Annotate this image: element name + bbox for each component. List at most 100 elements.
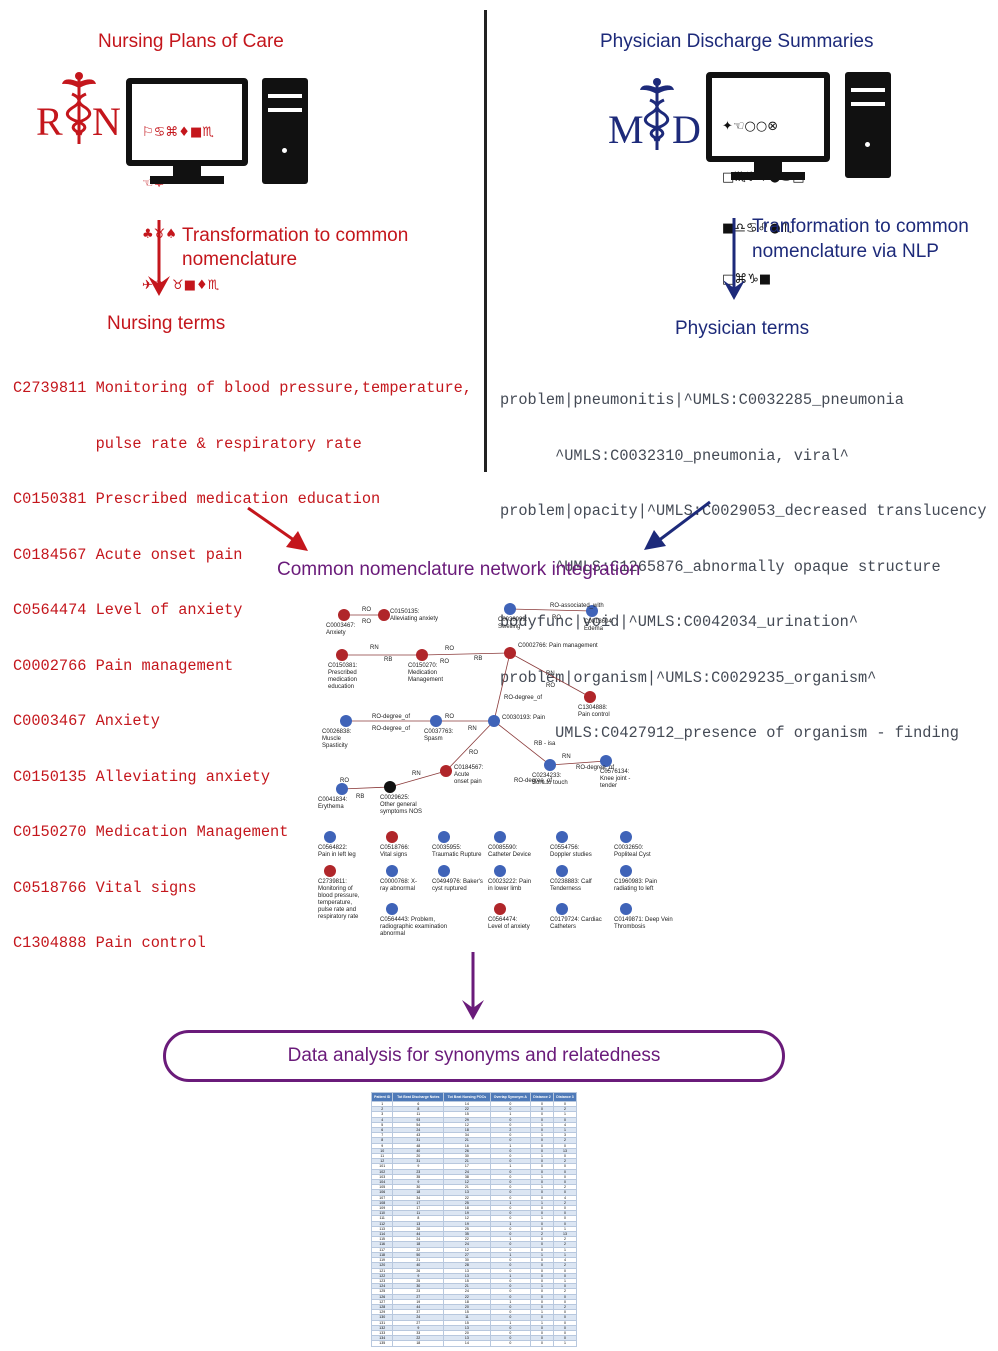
table-cell: 9 (370, 1142, 394, 1149)
screen-glyph-line: ✦☜○○⊗ (722, 119, 779, 134)
table-cell: 127 (370, 1298, 394, 1305)
network-node-label: C0002766: Pain management (518, 643, 598, 649)
table-cell: 1 (489, 1251, 532, 1259)
network-node-label: C0564474: Level of anxiety (488, 917, 530, 930)
term-line: C0003467 Anxiety (13, 712, 160, 730)
integration-heading: Common nomenclature network integration (277, 559, 641, 580)
table-cell: 123 (370, 1277, 394, 1285)
table-cell: 0 (489, 1194, 532, 1201)
table-cell: 109 (370, 1205, 394, 1212)
table-cell: 115 (370, 1236, 394, 1243)
computer-monitor-icon: ⚐♋⌘♦■♏ ☜✡ ♣♉♠ ✈❄ ♉■♦♏ (126, 78, 248, 293)
table-cell: 121 (370, 1267, 394, 1274)
table-cell: 2 (552, 1137, 578, 1144)
table-cell: 1 (489, 1298, 532, 1305)
network-node-label: C1960983: Pain radiating to left (614, 879, 658, 892)
table-cell: 134 (370, 1335, 394, 1342)
table-cell: 129 (370, 1309, 394, 1316)
network-edge-label: RB - isa (534, 741, 556, 747)
table-cell: 0 (489, 1303, 532, 1311)
md-logo: M D (608, 76, 704, 156)
table-cell: 0 (489, 1225, 532, 1233)
term-line: C0518766 Vital signs (13, 878, 197, 897)
table-cell: 107 (370, 1194, 394, 1201)
network-node-label: C0030193: Pain (502, 715, 546, 721)
term-line: C0150270 Medication Management (13, 823, 289, 841)
vertical-divider (484, 10, 487, 472)
table-cell: 0 (552, 1173, 578, 1181)
table-cell: 122 (370, 1272, 394, 1279)
network-node-label: C0150270: Medication Management (408, 663, 444, 683)
table-cell: 0 (552, 1210, 578, 1217)
term-line: C0564474 Level of anxiety (13, 601, 243, 619)
table-cell: 0 (552, 1168, 578, 1175)
table-cell: 1 (552, 1251, 578, 1259)
network-node (504, 603, 516, 615)
network-node (340, 715, 352, 727)
table-cell: 4 (552, 1121, 578, 1129)
computer-tower-icon (845, 72, 891, 178)
network-node-label: C0184567: Acute onset pain (454, 765, 484, 785)
network-node-label: C0238883: Calf Tenderness (550, 879, 592, 892)
table-cell: 2 (552, 1106, 578, 1113)
network-graph (324, 603, 632, 915)
table-cell: 0 (552, 1142, 578, 1149)
network-node (556, 865, 568, 877)
table-cell: 5 (370, 1121, 394, 1129)
table-cell: 1 (552, 1340, 578, 1347)
table-cell: 4 (370, 1116, 394, 1123)
table-cell: 0 (552, 1205, 578, 1212)
table-cell: 0 (489, 1184, 532, 1191)
table-cell: 2 (552, 1158, 578, 1165)
table-cell: 135 (370, 1340, 394, 1347)
table-cell: 0 (489, 1293, 532, 1300)
table-cell: 111 (370, 1215, 394, 1222)
physician-heading: Physician Discharge Summaries (600, 31, 874, 52)
table-cell: 12 (370, 1158, 394, 1165)
term-line: ^UMLS:C0032310_pneumonia, viral^ (500, 446, 849, 465)
term-line: ^UMLS:C1265876_abnormally opaque structu… (500, 557, 941, 576)
term-line: pulse rate & respiratory rate (13, 434, 362, 453)
table-cell: 13 (552, 1147, 578, 1155)
table-cell: 120 (370, 1262, 394, 1269)
network-node-label: C0026838: Muscle Spasticity (322, 729, 352, 749)
table-cell: 126 (370, 1293, 394, 1300)
network-edge-label: RO-degree_of (514, 778, 553, 784)
table-cell: 114 (370, 1231, 394, 1238)
table-cell: 2 (552, 1241, 578, 1248)
table-cell: 18 (392, 1340, 445, 1347)
network-node-label: C0035955: Traumatic Rupture (432, 845, 482, 858)
table-cell: 0 (489, 1314, 532, 1321)
table-cell: 112 (370, 1220, 394, 1227)
table-cell: 0 (552, 1153, 578, 1160)
table-cell: 0 (552, 1100, 578, 1108)
arrow-down-physician (723, 218, 745, 300)
network-edge-label: RO (440, 659, 449, 665)
screen-glyph-line: ⚐♋⌘♦■♏ (142, 125, 214, 140)
table-cell: 0 (489, 1309, 532, 1316)
table-cell: 0 (552, 1179, 578, 1186)
table-cell: 0 (489, 1335, 532, 1342)
network-node-label: C0038999: Swelling (498, 617, 528, 630)
table-cell: 11 (370, 1153, 394, 1160)
table-cell: 0 (489, 1288, 532, 1295)
physician-transform-label: Tranformation to common nomenclature via… (752, 214, 969, 264)
table-cell: 0 (489, 1121, 532, 1129)
caduceus-icon (62, 72, 96, 144)
table-cell: 118 (370, 1251, 394, 1259)
table-header-cell: Tot Beat Nursing POCs (443, 1092, 491, 1102)
caduceus-icon (640, 78, 674, 150)
table-cell: 0 (552, 1329, 578, 1337)
table-cell: 117 (370, 1246, 394, 1253)
network-node (416, 649, 428, 661)
nursing-heading: Nursing Plans of Care (98, 31, 284, 52)
logo-letter-d: D (672, 107, 701, 152)
network-edge-label: RN (370, 645, 379, 651)
